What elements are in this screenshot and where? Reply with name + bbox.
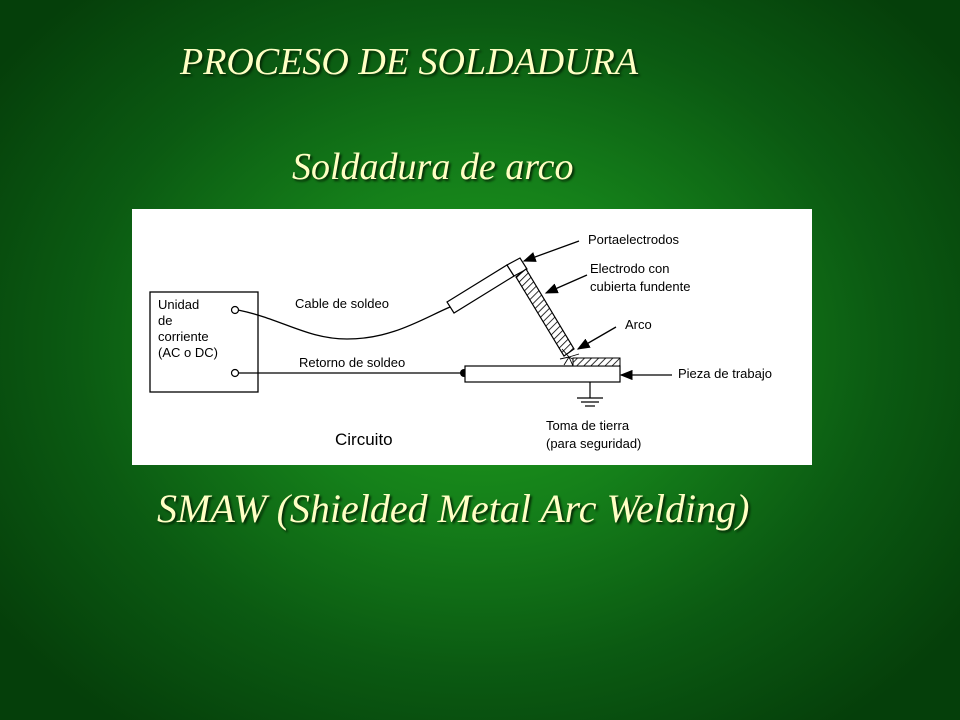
- ground-label-line2: (para seguridad): [546, 436, 641, 451]
- electrode: [515, 268, 575, 357]
- holder-arrow: [522, 240, 580, 262]
- welding-cable-label: Cable de soldeo: [295, 296, 389, 311]
- power-unit-label-line2: de: [158, 313, 172, 328]
- circuit-label: Circuito: [335, 430, 393, 449]
- ground-symbol: [577, 382, 603, 407]
- electrode-label-line2: cubierta fundente: [590, 279, 690, 294]
- power-unit-box: Unidad de corriente (AC o DC): [149, 291, 259, 393]
- slide-subtitle: Soldadura de arco: [292, 146, 574, 188]
- terminal-bottom: [230, 368, 240, 378]
- terminal-top: [230, 305, 240, 315]
- holder-label: Portaelectrodos: [588, 232, 680, 247]
- arc-label: Arco: [625, 317, 652, 332]
- power-unit-label-line4: (AC o DC): [158, 345, 218, 360]
- workpiece: [464, 357, 621, 383]
- electrode-arrow: [544, 274, 588, 294]
- ground-label-line1: Toma de tierra: [546, 418, 630, 433]
- return-cable-label: Retorno de soldeo: [299, 355, 405, 370]
- electrode-label-line1: Electrodo con: [590, 261, 670, 276]
- welding-cable-line: [237, 306, 451, 340]
- slide-title: PROCESO DE SOLDADURA: [180, 41, 639, 83]
- power-unit-label-line1: Unidad: [158, 297, 199, 312]
- workpiece-label: Pieza de trabajo: [678, 366, 772, 381]
- slide-caption: SMAW (Shielded Metal Arc Welding): [157, 486, 750, 531]
- power-unit-label-line3: corriente: [158, 329, 209, 344]
- arc-arrow: [576, 326, 617, 350]
- electrode-holder: [446, 257, 528, 314]
- smaw-circuit-diagram: Unidad de corriente (AC o DC) Cable de s…: [132, 209, 812, 465]
